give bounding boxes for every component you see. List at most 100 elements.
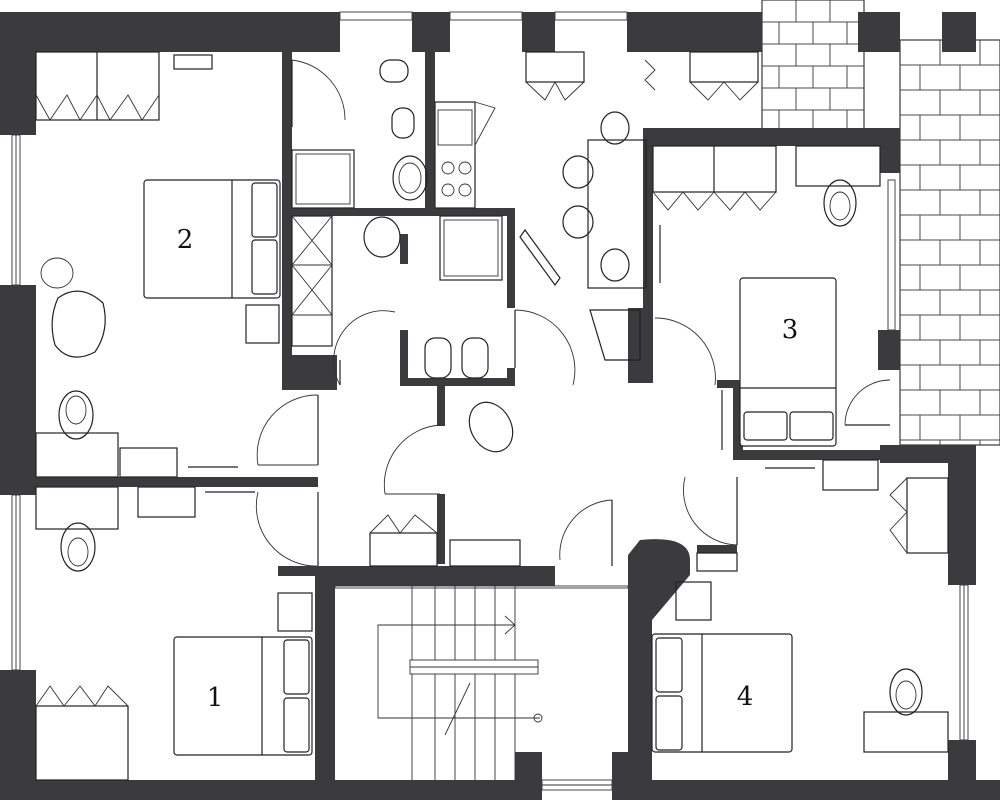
- cabinet: [525, 51, 585, 83]
- bench: [449, 539, 521, 567]
- hall-furniture: [369, 401, 521, 567]
- balcony-tile: [899, 114, 921, 141]
- desk-room-4: [863, 711, 949, 753]
- room-3-label: 3: [782, 315, 799, 345]
- balcony-tile: [899, 314, 921, 341]
- room-4-label: 4: [737, 682, 754, 712]
- nightstand: [245, 304, 280, 344]
- balcony-tile: [979, 39, 1000, 66]
- balcony-tile: [899, 164, 921, 191]
- window-top-dining: [554, 11, 628, 21]
- room-2-furniture: [35, 51, 281, 478]
- bathroom-1-fixtures: [291, 59, 428, 209]
- balcony-tile: [899, 64, 921, 91]
- balcony-tile: [846, 109, 865, 131]
- room-2-label: 2: [177, 225, 194, 255]
- balcony-tile: [959, 414, 1000, 441]
- bed-room-2: [143, 179, 281, 299]
- balcony-tile: [939, 189, 981, 216]
- balcony-tile: [979, 339, 1000, 366]
- sink: [363, 216, 401, 258]
- balcony-tile: [795, 87, 831, 111]
- balcony-tile: [761, 0, 797, 23]
- balcony-tile: [979, 439, 1000, 446]
- balcony-tile: [795, 43, 831, 67]
- balcony-tile: [899, 39, 941, 66]
- balcony-tile: [899, 214, 921, 241]
- balcony-tile: [899, 189, 941, 216]
- balcony-tile: [899, 139, 941, 166]
- bed-room-4: [651, 633, 793, 753]
- bidet: [391, 107, 415, 139]
- desk-room-3: [795, 145, 881, 187]
- balcony-tile: [846, 65, 865, 89]
- room-1-furniture: [35, 486, 313, 781]
- balcony-tile: [812, 65, 848, 89]
- sink: [392, 155, 428, 201]
- balcony-tile: [919, 314, 961, 341]
- shelf: [173, 54, 213, 70]
- balcony-tile: [939, 339, 981, 366]
- balcony-tile: [899, 89, 941, 116]
- balcony-tile: [778, 21, 814, 45]
- balcony-tile: [899, 264, 921, 291]
- shower: [439, 215, 503, 281]
- toilet: [461, 337, 489, 379]
- desk-room-1: [35, 486, 119, 530]
- balcony-tile: [939, 289, 981, 316]
- shower: [291, 149, 355, 209]
- balcony-tile: [795, 0, 831, 23]
- balcony-tile: [919, 64, 961, 91]
- balcony-tile: [979, 239, 1000, 266]
- bed-room-3: [739, 277, 837, 447]
- balcony-tile: [899, 439, 941, 446]
- balcony-tile: [899, 414, 921, 441]
- balcony-tile: [939, 439, 981, 446]
- window-top-kitchen: [449, 11, 523, 21]
- balcony-tile: [761, 87, 797, 111]
- nightstand: [277, 592, 313, 632]
- balcony-right: [899, 39, 1000, 446]
- balcony-tile: [919, 164, 961, 191]
- balcony-tile: [979, 289, 1000, 316]
- balcony-tile: [812, 109, 848, 131]
- walls: [0, 12, 1000, 800]
- dining-table: [587, 139, 647, 289]
- bed-room-1: [173, 636, 313, 756]
- window-room3: [887, 179, 896, 331]
- balcony-tile: [919, 114, 961, 141]
- bidet: [424, 337, 452, 379]
- window-top-bath: [339, 11, 413, 21]
- armchair: [51, 290, 106, 358]
- nightstand: [675, 581, 712, 621]
- balcony-tile: [959, 114, 1000, 141]
- room-labels: 2 1 3 4: [177, 225, 799, 713]
- nightstand: [822, 459, 879, 491]
- balcony-tile: [778, 109, 814, 131]
- balcony-tile: [939, 389, 981, 416]
- staircase: [334, 585, 629, 780]
- balcony-tile: [959, 264, 1000, 291]
- balcony-tile: [761, 21, 780, 45]
- balcony-tile: [939, 139, 981, 166]
- room-4-furniture: [651, 459, 949, 753]
- balcony-tile: [959, 64, 1000, 91]
- wardrobe: [35, 705, 129, 781]
- balcony-tile: [979, 139, 1000, 166]
- balcony-top: [761, 0, 865, 131]
- balcony-tile: [899, 339, 941, 366]
- balcony-tile: [899, 364, 921, 391]
- cabinet: [589, 309, 641, 361]
- balcony-tile: [919, 414, 961, 441]
- shoe-cabinet: [369, 532, 438, 567]
- bathroom-2-fixtures: [291, 215, 503, 379]
- balcony-tile: [959, 164, 1000, 191]
- cabinet: [689, 51, 759, 83]
- balcony-tile: [761, 109, 780, 131]
- balcony-tile: [959, 314, 1000, 341]
- balcony-tile: [761, 65, 780, 89]
- balcony-tile: [919, 364, 961, 391]
- toilet: [379, 59, 409, 83]
- balcony-tile: [919, 214, 961, 241]
